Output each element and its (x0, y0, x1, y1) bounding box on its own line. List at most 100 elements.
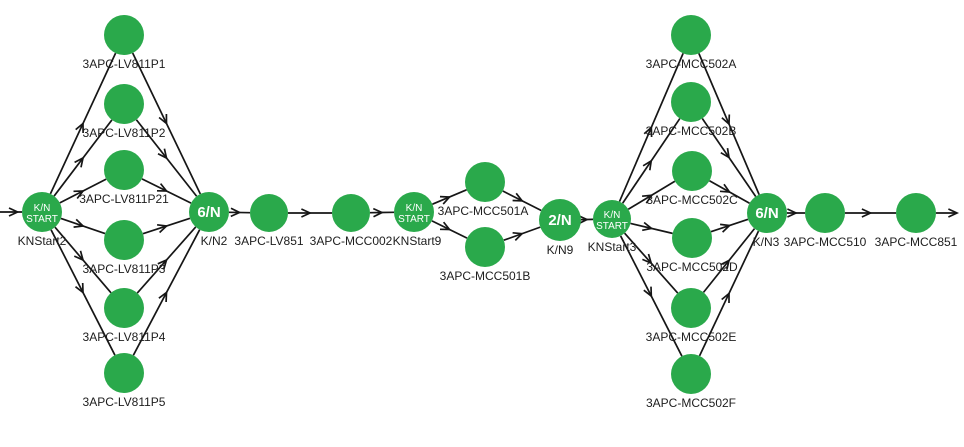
node-label: 3APC-MCC501B (440, 269, 531, 283)
gate-node-circle[interactable] (539, 199, 581, 241)
edge (623, 232, 679, 294)
node-MCC502C[interactable]: 3APC-MCC502C (646, 151, 738, 207)
gate-node-circle[interactable] (747, 193, 787, 233)
node-LV811P2[interactable]: 3APC-LV811P2 (83, 84, 166, 140)
component-node-circle[interactable] (896, 193, 936, 233)
component-node-circle[interactable] (104, 150, 144, 190)
node-label: K/N2 (201, 234, 228, 248)
edge (619, 235, 683, 357)
node-label: KNStart2 (18, 234, 67, 248)
arrowhead-icon (577, 214, 589, 225)
arrowhead-icon (719, 183, 732, 193)
start-inner-line1: K/N (406, 203, 423, 214)
node-label: 3APC-MCC002 (310, 234, 393, 248)
component-node-circle[interactable] (104, 288, 144, 328)
arrowhead-icon (230, 207, 242, 218)
component-node-circle[interactable] (465, 227, 505, 267)
node-label: KNStart9 (393, 234, 442, 248)
node-label: 3APC-LV811P1 (83, 57, 166, 71)
node-MCC501B[interactable]: 3APC-MCC501B (440, 227, 531, 283)
node-MCC502A[interactable]: 3APC-MCC502A (646, 15, 737, 71)
component-node-circle[interactable] (672, 151, 712, 191)
gate-node-inner-text: 6/N (197, 204, 220, 221)
start-node-circle[interactable] (22, 192, 62, 232)
node-label: 3APC-MCC502C (646, 193, 738, 207)
arrowhead-icon (74, 156, 85, 168)
node-LV811P3[interactable]: 3APC-LV811P3 (83, 220, 166, 276)
arrowhead-icon (720, 223, 732, 233)
node-label: KNStart3 (588, 240, 637, 254)
node-MCC851[interactable]: 3APC-MCC851 (875, 193, 958, 249)
component-node-circle[interactable] (104, 220, 144, 260)
component-node-circle[interactable] (104, 353, 144, 393)
edge (369, 207, 395, 218)
component-node-circle[interactable] (672, 218, 712, 258)
component-node-circle[interactable] (671, 82, 711, 122)
start-node-circle[interactable] (593, 200, 631, 238)
component-node-circle[interactable] (671, 15, 711, 55)
node-MCC502D[interactable]: 3APC-MCC502D (646, 218, 738, 274)
node-LV811P1[interactable]: 3APC-LV811P1 (83, 15, 166, 71)
node-label: 3APC-LV811P3 (83, 262, 166, 276)
edge (630, 221, 673, 235)
arrowhead-icon (157, 148, 168, 160)
arrowhead-icon (721, 114, 731, 126)
arrowhead-icon (439, 195, 452, 205)
start-node-circle[interactable] (394, 192, 434, 232)
node-KN2[interactable]: 6/N K/N2 (189, 192, 229, 248)
edge (0, 207, 22, 217)
node-MCC502B[interactable]: 3APC-MCC502B (646, 82, 737, 138)
component-node-circle[interactable] (465, 162, 505, 202)
arrowhead-icon (73, 190, 85, 200)
node-LV811P21[interactable]: 3APC-LV811P21 (79, 150, 169, 206)
edge (136, 226, 197, 294)
arrowhead-icon (73, 218, 85, 228)
node-MCC002[interactable]: 3APC-MCC002 (310, 194, 393, 248)
edge (228, 207, 251, 218)
node-label: 3APC-MCC851 (875, 235, 958, 249)
node-MCC502F[interactable]: 3APC-MCC502F (646, 354, 736, 410)
arrowhead-icon (439, 221, 452, 231)
node-LV811P5[interactable]: 3APC-LV811P5 (83, 353, 166, 409)
edge (698, 230, 760, 357)
arrowhead-icon (720, 258, 731, 270)
node-MCC502E[interactable]: 3APC-MCC502E (646, 288, 737, 344)
arrowhead-icon (642, 159, 653, 171)
edge (53, 119, 113, 197)
component-node-circle[interactable] (104, 84, 144, 124)
node-label: 3APC-MCC501A (438, 204, 529, 218)
edge (135, 119, 198, 197)
arrowhead-icon (156, 183, 169, 192)
node-LV811P4[interactable]: 3APC-LV811P4 (83, 288, 166, 344)
component-node-circle[interactable] (332, 194, 370, 232)
arrowhead-icon (721, 291, 730, 303)
component-node-circle[interactable] (104, 15, 144, 55)
start-inner-line2: START (596, 221, 628, 232)
edge (709, 180, 750, 204)
component-node-circle[interactable] (671, 288, 711, 328)
node-label: 3APC-MCC502E (646, 330, 737, 344)
component-node-circle[interactable] (250, 194, 288, 232)
arrowhead-icon (512, 192, 524, 202)
arrowhead-icon (861, 208, 873, 218)
node-label: 3APC-LV851 (234, 234, 303, 248)
gate-node-circle[interactable] (189, 192, 229, 232)
edge (142, 217, 191, 235)
component-node-circle[interactable] (671, 354, 711, 394)
arrowhead-icon (642, 194, 654, 204)
node-MCC510[interactable]: 3APC-MCC510 (784, 193, 867, 249)
arrowhead-icon (158, 290, 168, 303)
node-label: 3APC-MCC510 (784, 235, 867, 249)
node-MCC501A[interactable]: 3APC-MCC501A (438, 162, 529, 218)
node-LV851[interactable]: 3APC-LV851 (234, 194, 304, 248)
node-KN3[interactable]: 6/NK/N3 (747, 193, 787, 249)
component-node-circle[interactable] (805, 193, 845, 233)
node-KN9[interactable]: 2/NK/N9 (539, 199, 581, 257)
arrowhead-icon (74, 282, 84, 295)
